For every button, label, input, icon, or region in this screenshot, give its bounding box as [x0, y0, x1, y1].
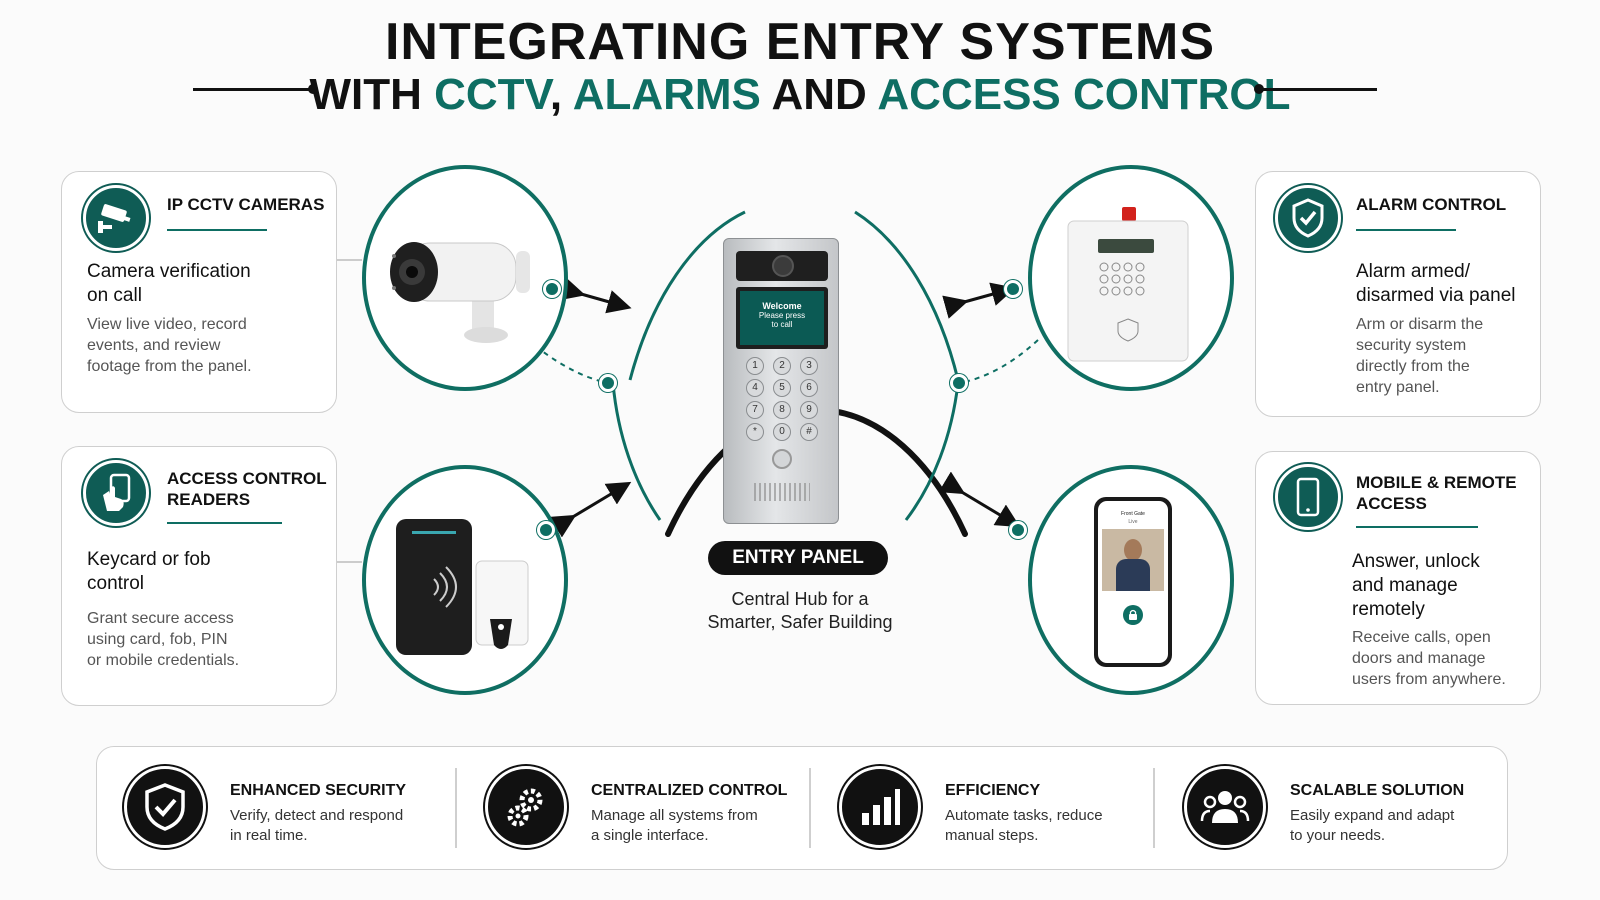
page-title: INTEGRATING ENTRY SYSTEMS	[384, 13, 1216, 71]
entry-panel-label: ENTRY PANEL	[708, 541, 888, 575]
unlock-icon[interactable]	[1123, 605, 1143, 625]
page-subtitle: WITH CCTV, ALARMS AND ACCESS CONTROL	[309, 70, 1291, 119]
gears-icon	[485, 766, 567, 848]
connector-node	[537, 521, 555, 539]
shield-check-icon	[1275, 185, 1341, 251]
title-rule-left-dot	[308, 84, 318, 94]
connector-node	[543, 280, 561, 298]
users-group-icon	[1184, 766, 1266, 848]
card-title: ALARM CONTROL	[1356, 195, 1507, 214]
benefit-title: ENHANCED SECURITY	[230, 782, 407, 799]
benefit-title: EFFICIENCY	[945, 782, 1041, 799]
keypad-key[interactable]: 1	[746, 357, 764, 375]
title-rule-right	[1259, 88, 1377, 91]
keypad-key[interactable]: 8	[773, 401, 791, 419]
card-subtitle: Alarm armed/disarmed via panel	[1356, 261, 1516, 306]
hand-tap-card-icon	[83, 460, 149, 526]
card-reader-illustration	[396, 519, 529, 655]
divider	[1153, 768, 1155, 848]
benefit-title: CENTRALIZED CONTROL	[591, 782, 788, 799]
speaker-grille	[754, 483, 810, 501]
keypad-key[interactable]: 2	[773, 357, 791, 375]
bullet-camera-illustration	[390, 242, 530, 343]
connector-node	[599, 374, 617, 392]
shield-check-icon	[124, 766, 206, 848]
video-feed	[1102, 529, 1164, 591]
mobile-device-ring: Front Gate Live	[1028, 465, 1234, 695]
benefits-bar	[96, 746, 1508, 870]
smartphone-illustration: Front Gate Live	[1094, 497, 1172, 667]
card-rule	[1356, 229, 1456, 231]
keypad-key[interactable]: 9	[800, 401, 818, 419]
card-title: IP CCTV CAMERAS	[167, 195, 325, 214]
keypad-key[interactable]: *	[746, 423, 764, 441]
phone-tab: Live	[1128, 519, 1138, 525]
panel-screen: Welcome Please press to call	[736, 287, 828, 349]
phone-header: Front Gate	[1121, 511, 1145, 517]
title-rule-left	[193, 88, 313, 91]
keypad-key[interactable]: 7	[746, 401, 764, 419]
keypad-key[interactable]: 5	[773, 379, 791, 397]
card-rule	[1356, 526, 1478, 528]
card-ip-cctv	[61, 171, 337, 413]
panel-camera	[736, 251, 828, 281]
alarm-device-ring	[1028, 165, 1234, 391]
card-rule	[167, 229, 267, 231]
connector-node	[1009, 521, 1027, 539]
connector-node	[1004, 280, 1022, 298]
keypad-key[interactable]: 4	[746, 379, 764, 397]
keypad-key[interactable]: 3	[800, 357, 818, 375]
divider	[809, 768, 811, 848]
keypad-key[interactable]: #	[800, 423, 818, 441]
cctv-device-ring	[362, 165, 568, 391]
cctv-camera-icon	[83, 185, 149, 251]
keypad-key[interactable]: 6	[800, 379, 818, 397]
card-rule	[167, 522, 282, 524]
reader-device-ring	[362, 465, 568, 695]
alarm-panel-illustration	[1067, 207, 1189, 362]
divider	[455, 768, 457, 848]
smartphone-icon	[1275, 464, 1341, 530]
keypad-key[interactable]: 0	[773, 423, 791, 441]
bell-icon[interactable]	[772, 449, 792, 469]
connector-node	[950, 374, 968, 392]
bar-chart-icon	[839, 766, 921, 848]
benefit-title: SCALABLE SOLUTION	[1290, 782, 1465, 799]
